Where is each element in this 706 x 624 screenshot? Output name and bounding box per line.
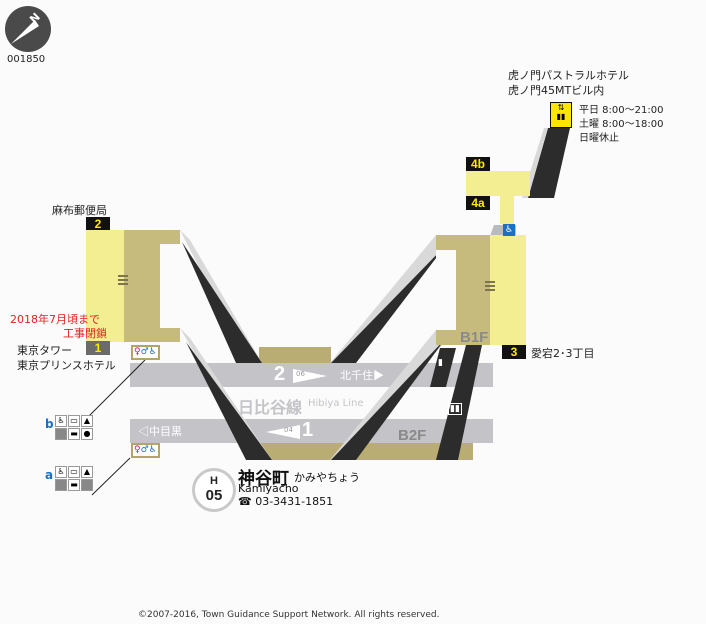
exit-2-badge[interactable]: 2 (86, 217, 110, 231)
floor-b1: B1F (460, 329, 489, 346)
elevator-icon: ▮ (438, 358, 443, 368)
phone-icon: ☎ (238, 495, 252, 508)
closure-notice-1: 2018年7月頃まで (10, 313, 100, 326)
track-1-number: 1 (302, 419, 314, 441)
elevator-icon: ⇅▮▮ (550, 102, 572, 128)
hours-weekday: 平日 8:00～21:00 (579, 105, 664, 116)
station-name-en: Kamiyacho (238, 482, 299, 495)
exit-2-label: 麻布郵便局 (52, 204, 107, 217)
hotel-building: 虎ノ門45MTビル内 (508, 84, 605, 97)
track-1-direction: ◁中目黒 (138, 426, 182, 438)
station-number: 05 (205, 487, 223, 504)
elevator-icon: ▮▮ (448, 403, 462, 415)
hours-sunday: 日曜休止 (579, 133, 619, 144)
exit-2-passage (86, 230, 124, 342)
baby-chair-icon: ● (81, 428, 93, 440)
track-2-station-code: 06 (296, 370, 305, 378)
ostomate-icon: ▲ (81, 466, 93, 478)
accessible-car-icon: ▭ (68, 415, 80, 427)
line-code: H (210, 475, 218, 487)
phone-number: 03-3431-1851 (255, 495, 334, 508)
toilet-icon-lower: ♀♂♿ (131, 443, 160, 458)
exit-4-passage (466, 171, 530, 196)
facility-a-label: a (45, 468, 54, 482)
wheelchair-icon: ♿ (503, 224, 515, 236)
facility-a-icons: ♿▭▲ ▬ (55, 466, 93, 491)
exit-3-passage (490, 235, 526, 345)
stairs-icon (485, 279, 495, 293)
track-2-direction: 北千住▶ (340, 370, 384, 382)
hotel-name: 虎ノ門パストラルホテル (508, 69, 629, 82)
exit-1-label-1: 東京タワー (17, 344, 72, 357)
baby-bed-icon: ▬ (68, 428, 80, 440)
exit-4a-badge[interactable]: 4a (466, 196, 490, 210)
track-2-arrow-icon (293, 368, 327, 383)
station-name-ja: 神谷町 (238, 469, 289, 489)
track-1-arrow-icon (266, 424, 300, 443)
phone-row: ☎ 03-3431-1851 (238, 495, 333, 508)
facility-b-icons: ♿▭▲ ▬● (55, 415, 93, 440)
ostomate-icon: ▲ (81, 415, 93, 427)
track-2-number: 2 (274, 363, 286, 385)
accessible-car-icon: ▭ (68, 466, 80, 478)
toilet-icon-upper: ♀♂♿ (131, 345, 160, 360)
north-compass-icon: N (5, 6, 51, 52)
line-name-en: Hibiya Line (308, 398, 364, 409)
floor-b2: B2F (398, 427, 427, 444)
line-name-ja: 日比谷線 (238, 398, 303, 417)
station-name-kana: かみやちょう (294, 471, 360, 484)
map-id: 001850 (7, 54, 46, 65)
wheelchair-icon: ♿ (55, 466, 67, 478)
exit-1-label-2: 東京プリンスホテル (17, 359, 116, 372)
stairs-icon (118, 273, 128, 287)
exit-3-label: 愛宕2･3丁目 (531, 347, 595, 360)
closure-notice-2: 工事閉鎖 (63, 327, 107, 340)
baby-bed-icon: ▬ (68, 479, 80, 491)
station-number-badge: H 05 (192, 468, 236, 512)
exit-3-badge[interactable]: 3 (502, 345, 526, 359)
track-1-station-code: 04 (284, 426, 293, 434)
facility-b-label: b (45, 417, 54, 431)
hours-saturday: 土曜 8:00～18:00 (579, 119, 664, 130)
wheelchair-icon: ♿ (55, 415, 67, 427)
copyright: ©2007-2016, Town Guidance Support Networ… (138, 610, 440, 620)
exit-4b-badge[interactable]: 4b (466, 157, 490, 171)
exit-1-badge[interactable]: 1 (86, 341, 110, 355)
